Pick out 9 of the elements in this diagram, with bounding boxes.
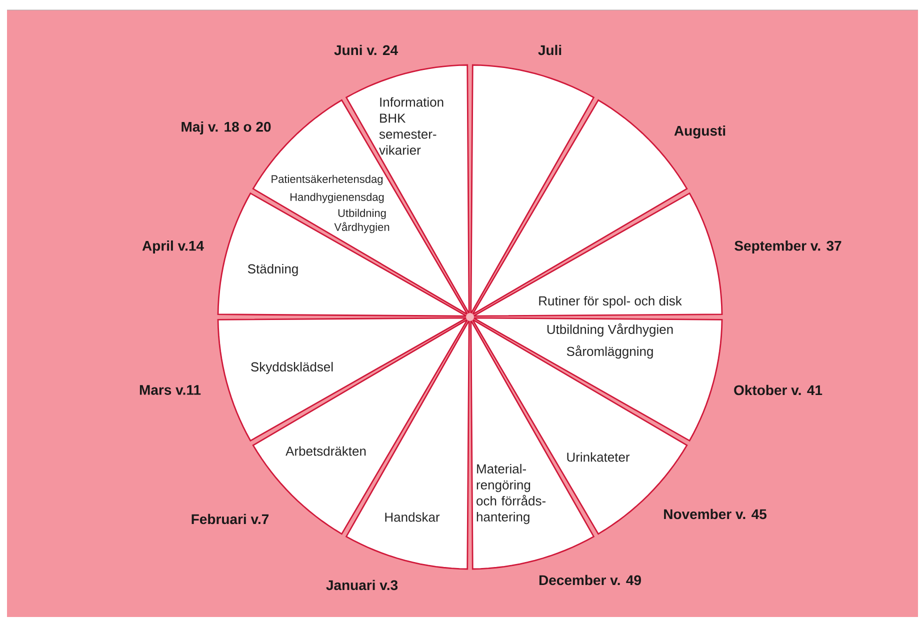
month-label: Mars v.11 (140, 385, 201, 395)
month-label: Juni v. 24 (334, 44, 398, 56)
month-label: Januari v.3 (326, 580, 398, 590)
month-label: April v.14 (142, 240, 204, 254)
month-label: September v. 37 (734, 240, 842, 254)
month-label: Augusti (674, 125, 726, 139)
month-label: Juli (538, 44, 562, 56)
month-label: December v. 49 (539, 574, 641, 586)
month-label: Oktober v. 41 (734, 384, 822, 396)
